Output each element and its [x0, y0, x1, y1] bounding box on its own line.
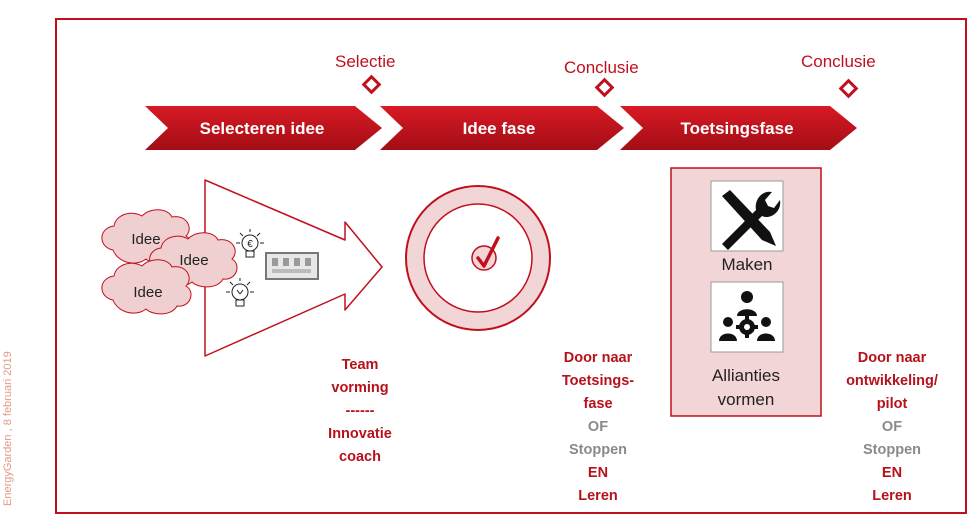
team-line: Innovatie — [328, 426, 392, 442]
outcome-line: EN — [881, 465, 903, 481]
vormen-label: vormen — [717, 390, 775, 409]
team-line: ------ — [345, 403, 375, 419]
team-line: coach — [339, 449, 381, 465]
team-gear-icon — [719, 291, 775, 341]
lightbulb-euro-icon: € — [236, 229, 264, 258]
outcome-line: Stoppen — [863, 442, 921, 458]
milestone-label-conclusie-1: Conclusie — [564, 58, 639, 77]
outcome-line: ontwikkeling/ — [846, 373, 938, 389]
outcome-line: EN — [587, 465, 609, 481]
outcome-line: pilot — [876, 396, 908, 412]
outcome-line: OF — [587, 419, 609, 435]
lightbulb-icon — [226, 278, 254, 307]
phase-label-1: Selecteren idee — [200, 119, 325, 138]
outcome-line: Door naar — [857, 350, 927, 366]
outcome-line: Leren — [578, 488, 618, 504]
idea-label: Idee — [131, 231, 160, 248]
outcome-line: fase — [583, 396, 613, 412]
team-line: Team — [341, 357, 379, 373]
team-line: vorming — [331, 380, 389, 396]
phase-chevron-1 — [145, 106, 382, 150]
phase-chevron-2 — [380, 106, 624, 150]
milestone-label-conclusie-2: Conclusie — [801, 52, 876, 71]
checkmark-icon — [476, 236, 500, 268]
phase-label-3: Toetsingsfase — [680, 119, 793, 138]
outcome-line: Door naar — [563, 350, 633, 366]
phase-chevron-3 — [620, 106, 857, 150]
maken-label: Maken — [721, 255, 773, 274]
building-icon — [265, 252, 319, 280]
tools-icon — [722, 190, 781, 250]
allianties-label: Allianties — [711, 366, 781, 385]
diagram-frame — [55, 18, 967, 514]
milestone-label-selectie: Selectie — [335, 52, 396, 71]
outcome-line: Stoppen — [569, 442, 627, 458]
idea-cloud — [101, 259, 192, 315]
outcome-line: Leren — [872, 488, 912, 504]
milestone-diamond — [838, 78, 859, 99]
idea-label: Idee — [179, 252, 208, 269]
outcome-line: Toetsings- — [561, 373, 635, 389]
outcome-line: OF — [881, 419, 903, 435]
milestone-diamond — [361, 74, 382, 95]
milestone-diamond — [594, 77, 615, 98]
phase-label-2: Idee fase — [463, 119, 536, 138]
svg-text:€: € — [247, 239, 253, 250]
team-column: Team vorming ------ Innovatie coach — [300, 354, 420, 469]
idea-label: Idee — [133, 284, 162, 301]
